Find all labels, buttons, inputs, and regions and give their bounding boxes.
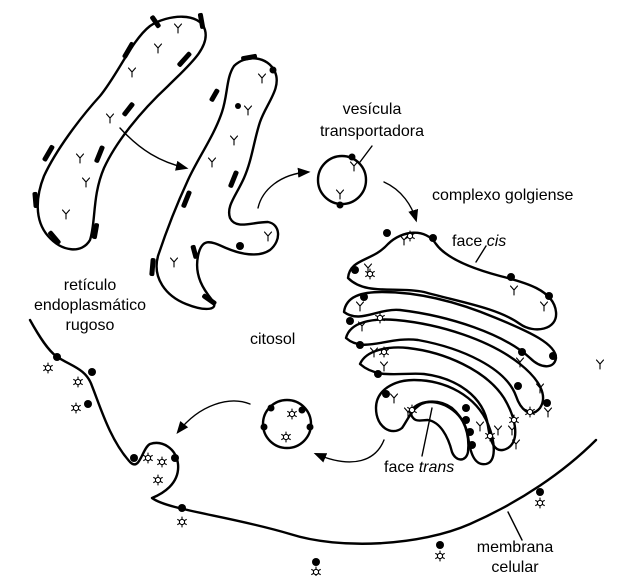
ribosome bbox=[121, 101, 135, 117]
ribosome bbox=[149, 258, 156, 276]
rer-cisterna-1 bbox=[32, 13, 205, 250]
vesicle-label-line2: transportadora bbox=[320, 123, 424, 140]
arrow-vesicle-to-golgi bbox=[384, 182, 416, 220]
ribosome bbox=[209, 88, 220, 103]
membrane-pointer bbox=[508, 512, 522, 540]
trans-face-pointer bbox=[422, 408, 432, 456]
golgi-label: complexo golgiense bbox=[432, 187, 574, 204]
golgi-complex bbox=[344, 229, 604, 464]
vesicle-label-line1: vesícula bbox=[343, 101, 402, 118]
rer-label-line1: retículo bbox=[64, 277, 117, 294]
rer-cisterna-2 bbox=[149, 54, 278, 309]
ribosome bbox=[122, 41, 135, 59]
rer-label-line2: endoplasmático bbox=[34, 297, 146, 314]
flow-arrows bbox=[120, 128, 416, 462]
arrow-rer1-to-rer2 bbox=[120, 128, 186, 168]
secretory-vesicle bbox=[261, 400, 314, 448]
rer-label-line3: rugoso bbox=[66, 317, 115, 334]
membrane-label-line2: celular bbox=[491, 559, 539, 576]
cis-face-label: face cis bbox=[452, 233, 506, 250]
ribosome bbox=[190, 244, 198, 259]
trans-face-label: face trans bbox=[384, 459, 454, 476]
citosol-label: citosol bbox=[250, 331, 295, 348]
arrow-golgi-to-secretory bbox=[316, 440, 384, 462]
arrow-secretory-to-membrane bbox=[178, 401, 250, 432]
ribosome bbox=[241, 54, 258, 62]
membrane-label-line1: membrana bbox=[477, 539, 554, 556]
arrow-rer-to-vesicle bbox=[258, 172, 308, 208]
ribosome bbox=[228, 170, 239, 189]
ribosome bbox=[94, 145, 105, 164]
transport-vesicle-top bbox=[318, 146, 372, 209]
